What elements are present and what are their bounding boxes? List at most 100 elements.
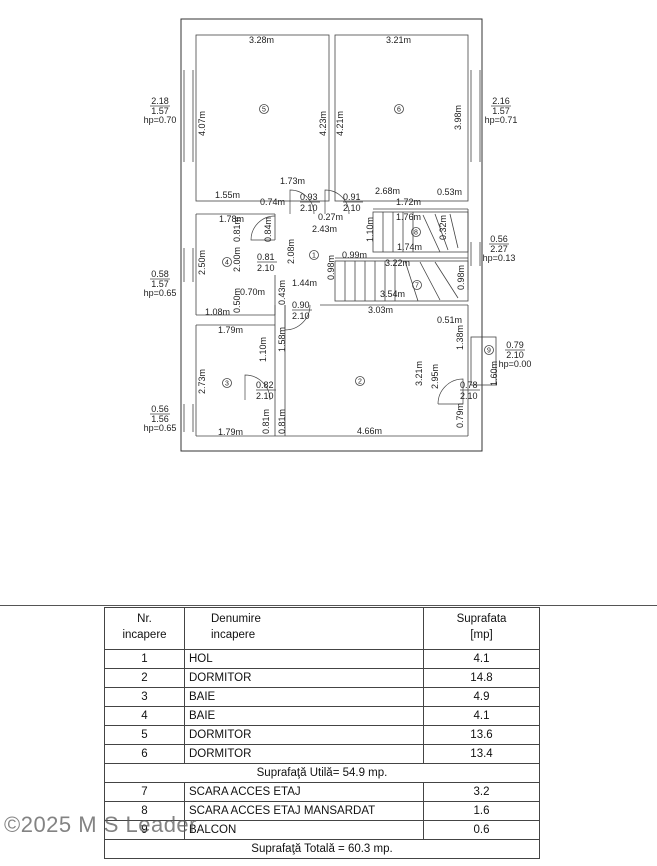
- room-marker-circle: [484, 345, 494, 355]
- room-area-cell: 0.6: [423, 820, 540, 840]
- room-area-cell: 4.9: [423, 687, 540, 707]
- dimension-label: 0.81m: [261, 409, 271, 434]
- dimension-label: 0.74m: [260, 197, 285, 207]
- dimension-label: 1.76m: [396, 212, 421, 222]
- room-marker-circle: [222, 378, 232, 388]
- dimension-label: 4.23m: [318, 111, 328, 136]
- window-sill-label: hp=0.70: [144, 115, 177, 125]
- dimension-label: 1.55m: [215, 190, 240, 200]
- room-marker-circle: [309, 250, 319, 260]
- room-number-cell: 4: [104, 706, 185, 726]
- window-height-label: 1.57: [151, 279, 169, 289]
- window-room-5: [183, 70, 194, 162]
- door-height-label: 2.10: [292, 311, 310, 321]
- dimension-label: 2.43m: [312, 224, 337, 234]
- header-area: Suprafata [mp]: [423, 607, 540, 650]
- room-area-cell: 3.2: [423, 782, 540, 802]
- door-width-label: 0.91: [343, 192, 361, 202]
- room-marker-circle: [259, 104, 269, 114]
- dimension-label: 0.50m: [232, 288, 242, 313]
- room-marker-circle: [411, 227, 421, 237]
- room-number: 3: [225, 381, 229, 388]
- room-name-cell: BALCON: [184, 820, 424, 840]
- plan-frame-bottom: [0, 605, 657, 606]
- dimension-label: 4.66m: [357, 426, 382, 436]
- door-swing-4: [284, 304, 311, 331]
- room-number-cell: 2: [104, 668, 185, 688]
- dimension-label: 4.07m: [197, 111, 207, 136]
- window-room-4: [183, 248, 194, 282]
- watermark: ©2025 M S Leader: [4, 812, 197, 837]
- dimension-label: 0.81m: [232, 217, 242, 242]
- subtotal-row: Suprafaţă Utilă= 54.9 mp.: [104, 763, 540, 783]
- dimension-label: 0.99m: [342, 250, 367, 260]
- room-name-cell: DORMITOR: [184, 725, 424, 745]
- room-name-cell: BAIE: [184, 687, 424, 707]
- total-text: Suprafaţă Totală = 60.3 mp.: [104, 839, 540, 859]
- room-name-cell: HOL: [184, 649, 424, 669]
- window-sill-label: hp=0.71: [485, 115, 518, 125]
- window-width-label: 2.16: [492, 96, 510, 106]
- room-marker-circle: [394, 104, 404, 114]
- dimension-label: 0.98m: [456, 265, 466, 290]
- dimension-label: 1.58m: [277, 327, 287, 352]
- door-swing-5: [244, 374, 271, 401]
- total-row: Suprafaţă Totală = 60.3 mp.: [104, 839, 540, 859]
- dimension-label: 0.53m: [437, 187, 462, 197]
- room-area-cell: 4.1: [423, 706, 540, 726]
- door-swing-6: [437, 378, 464, 405]
- room-area-cell: 1.6: [423, 801, 540, 821]
- room-number: 4: [225, 260, 229, 267]
- room-number: 9: [487, 348, 491, 355]
- exterior-wall: [180, 18, 483, 452]
- room-number: 8: [414, 230, 418, 237]
- door-height-label: 2.10: [300, 203, 318, 213]
- door-swing-1: [289, 189, 315, 215]
- dimension-label: 0.84m: [263, 217, 273, 242]
- room-5-outline: [195, 34, 330, 202]
- door-height-label: 2.10: [460, 391, 478, 401]
- table-header: Nr. incapere Denumire incapere Suprafata…: [104, 607, 540, 650]
- dimension-label: 3.03m: [368, 305, 393, 315]
- window-height-label: 1.57: [492, 106, 510, 116]
- dimension-label: 3.28m: [249, 35, 274, 45]
- dimension-label: 1.74m: [397, 242, 422, 252]
- dimension-label: 0.81m: [277, 409, 287, 434]
- dimension-label: 0.27m: [318, 212, 343, 222]
- room-area-cell: 13.4: [423, 744, 540, 764]
- room-number: 1: [312, 253, 316, 260]
- window-width-label: 0.79: [506, 340, 524, 350]
- window-height-label: 1.57: [151, 106, 169, 116]
- dimension-label: 1.79m: [218, 427, 243, 437]
- balcony-outline: [470, 336, 497, 386]
- room-area-cell: 13.6: [423, 725, 540, 745]
- room-area-cell: 14.8: [423, 668, 540, 688]
- door-width-label: 0.93: [300, 192, 318, 202]
- door-width-label: 0.81: [257, 252, 275, 262]
- room-area-cell: 4.1: [423, 649, 540, 669]
- door-labels: 0.932.100.912.100.812.100.902.100.822.10…: [256, 192, 480, 401]
- stairs-7: [334, 260, 469, 302]
- door-height-label: 2.10: [343, 203, 361, 213]
- window-width-label: 0.58: [151, 269, 169, 279]
- room-marker-circle: [355, 376, 365, 386]
- dimension-label: 0.51m: [437, 315, 462, 325]
- window-height-label: 2.27: [490, 244, 508, 254]
- dimension-label: 1.08m: [205, 307, 230, 317]
- dimension-label: 4.21m: [335, 111, 345, 136]
- door-swing-2: [324, 189, 350, 215]
- stairs-8: [372, 211, 469, 253]
- window-sill-label: hp=0.00: [499, 359, 532, 369]
- window-height-label: 2.10: [506, 350, 524, 360]
- dimension-label: 1.10m: [258, 337, 268, 362]
- dimension-label: 0.70m: [240, 287, 265, 297]
- window-labels: 2.181.57hp=0.702.161.57hp=0.710.562.27hp…: [144, 96, 532, 433]
- window-width-label: 0.56: [151, 404, 169, 414]
- room-name-cell: SCARA ACCES ETAJ: [184, 782, 424, 802]
